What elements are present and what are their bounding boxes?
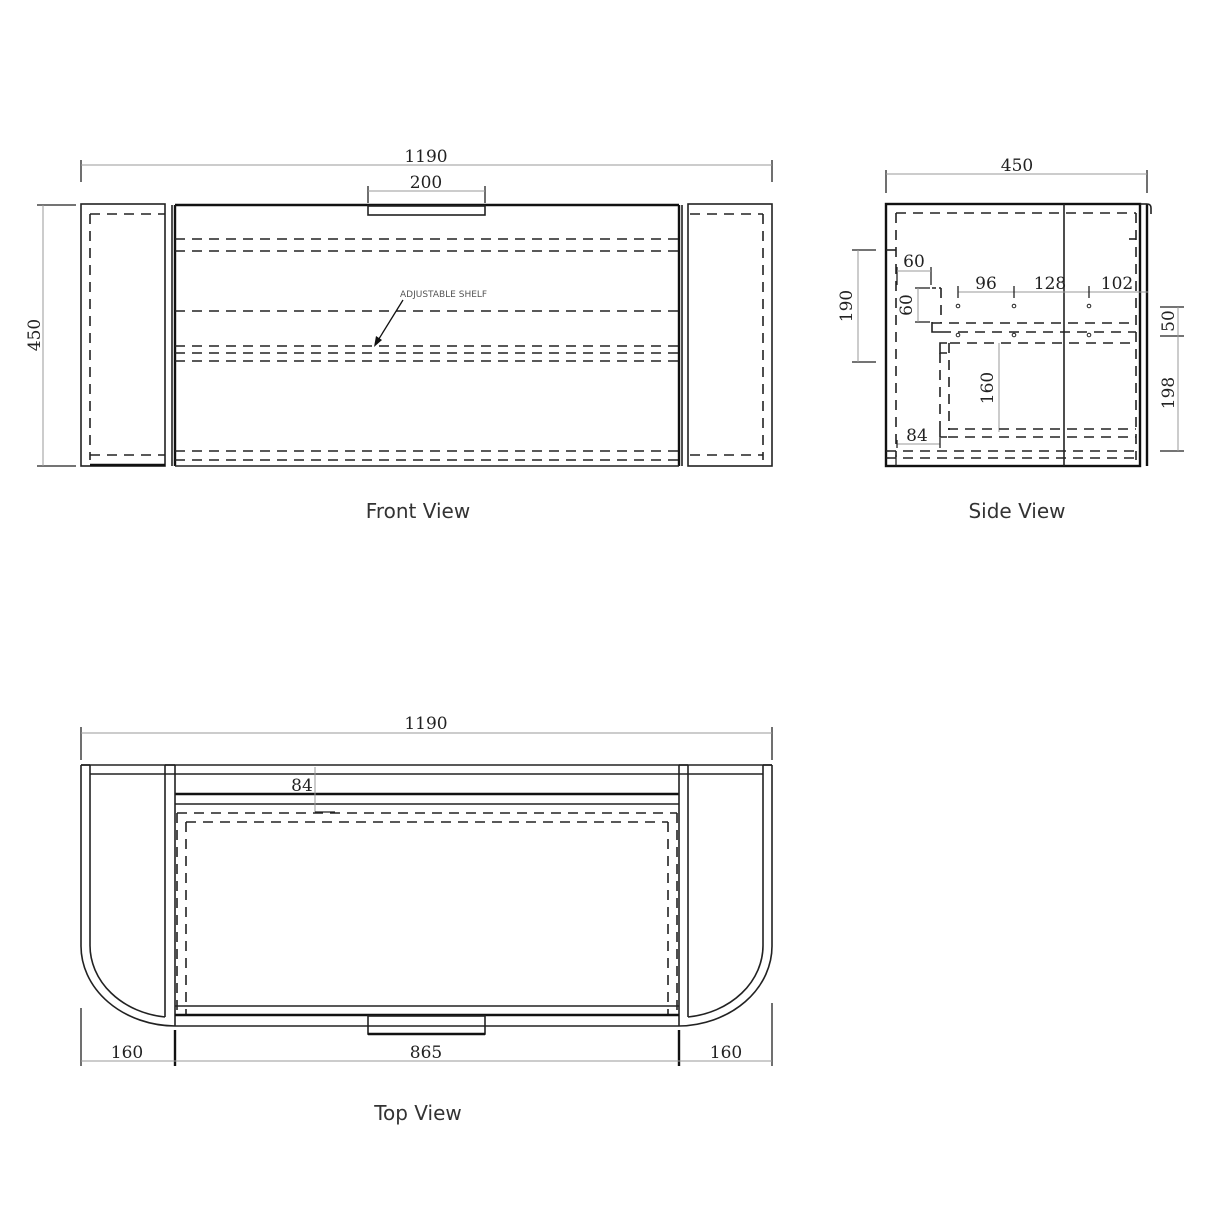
side-dim-198: 198 xyxy=(1159,377,1179,409)
top-view: 1190 84 xyxy=(80,714,773,1125)
side-dim-128: 128 xyxy=(1034,274,1066,294)
side-depth-dimension: 450 xyxy=(1001,156,1033,176)
side-view-caption: Side View xyxy=(968,499,1065,523)
front-view-caption: Front View xyxy=(366,499,470,523)
top-dim-84: 84 xyxy=(291,776,313,796)
side-dim-84: 84 xyxy=(906,426,928,446)
side-dim-102: 102 xyxy=(1101,274,1133,294)
side-dim-50: 50 xyxy=(1159,310,1179,332)
front-width-dimension: 1190 xyxy=(404,147,447,167)
top-dim-left-160: 160 xyxy=(111,1043,143,1063)
side-view: 450 190 60 60 xyxy=(837,156,1184,523)
front-height-dimension: 450 xyxy=(25,319,45,351)
side-dim-60-vertical: 60 xyxy=(897,294,917,316)
top-width-dimension: 1190 xyxy=(404,714,447,734)
side-dim-160: 160 xyxy=(978,372,998,404)
side-dim-190: 190 xyxy=(837,290,857,322)
top-dim-right-160: 160 xyxy=(710,1043,742,1063)
handle-dimension: 200 xyxy=(410,173,442,193)
side-dim-96: 96 xyxy=(975,274,997,294)
adjustable-shelf-label: ADJUSTABLE SHELF xyxy=(400,290,487,300)
side-dim-60-horizontal: 60 xyxy=(903,252,925,272)
front-view: 1190 200 450 ADJ xyxy=(25,147,773,523)
top-view-caption: Top View xyxy=(373,1101,462,1125)
top-dim-865: 865 xyxy=(410,1043,442,1063)
